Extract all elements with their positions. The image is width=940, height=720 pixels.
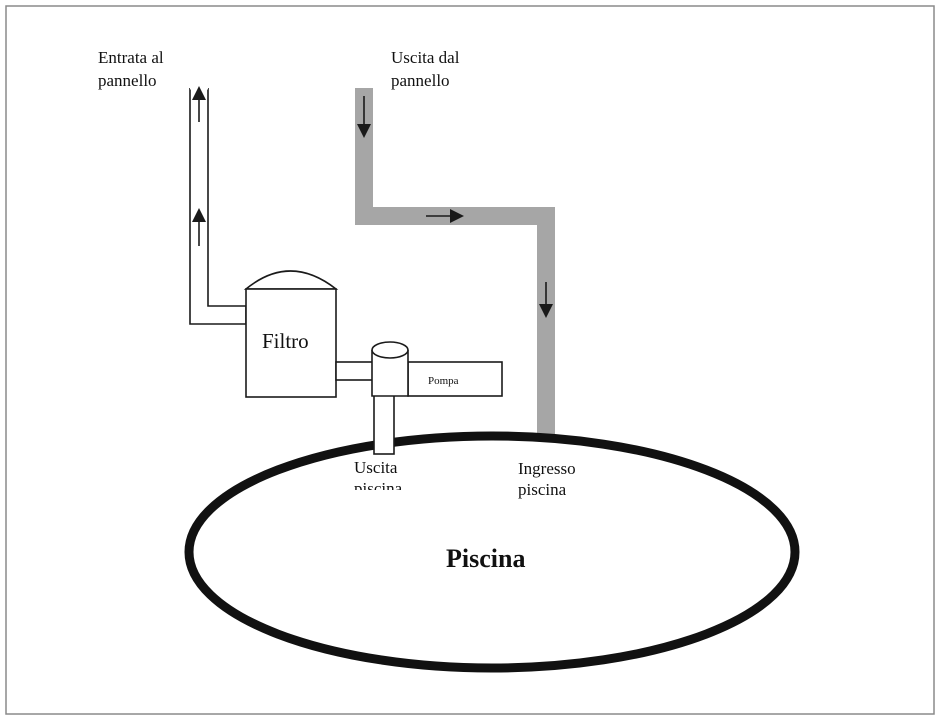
label-clip-mask	[350, 490, 420, 504]
pool-ellipse	[184, 431, 800, 673]
label-uscita-dal: Uscita dal	[391, 48, 460, 67]
down-arrow-icon	[539, 282, 553, 318]
label-uscita-piscina: Uscita	[354, 458, 398, 477]
label-ingresso: Ingresso	[518, 459, 576, 478]
label-filtro: Filtro	[262, 329, 309, 353]
up-arrow-icon	[192, 208, 206, 246]
label-pompa: Pompa	[428, 375, 459, 387]
pump-body	[407, 361, 503, 397]
pump-cylinder	[371, 350, 409, 397]
pipe-pool-outlet	[373, 393, 395, 455]
right-arrow-icon	[426, 209, 464, 223]
label-piscina: Piscina	[446, 544, 525, 573]
filter-body	[245, 288, 337, 398]
label-entrata-pannello: pannello	[98, 71, 157, 90]
label-entrata-al: Entrata al	[98, 48, 164, 67]
pump-cylinder-top	[371, 341, 409, 359]
filter-dome	[243, 270, 339, 290]
diagram-frame	[5, 5, 935, 715]
label-ingresso-piscina: piscina	[518, 480, 567, 499]
up-arrow-icon	[192, 86, 206, 122]
pipe-to-panel	[189, 88, 247, 325]
pipe-filter-pump	[335, 361, 375, 381]
label-uscita-pannello: pannello	[391, 71, 450, 90]
down-arrow-icon	[357, 96, 371, 138]
